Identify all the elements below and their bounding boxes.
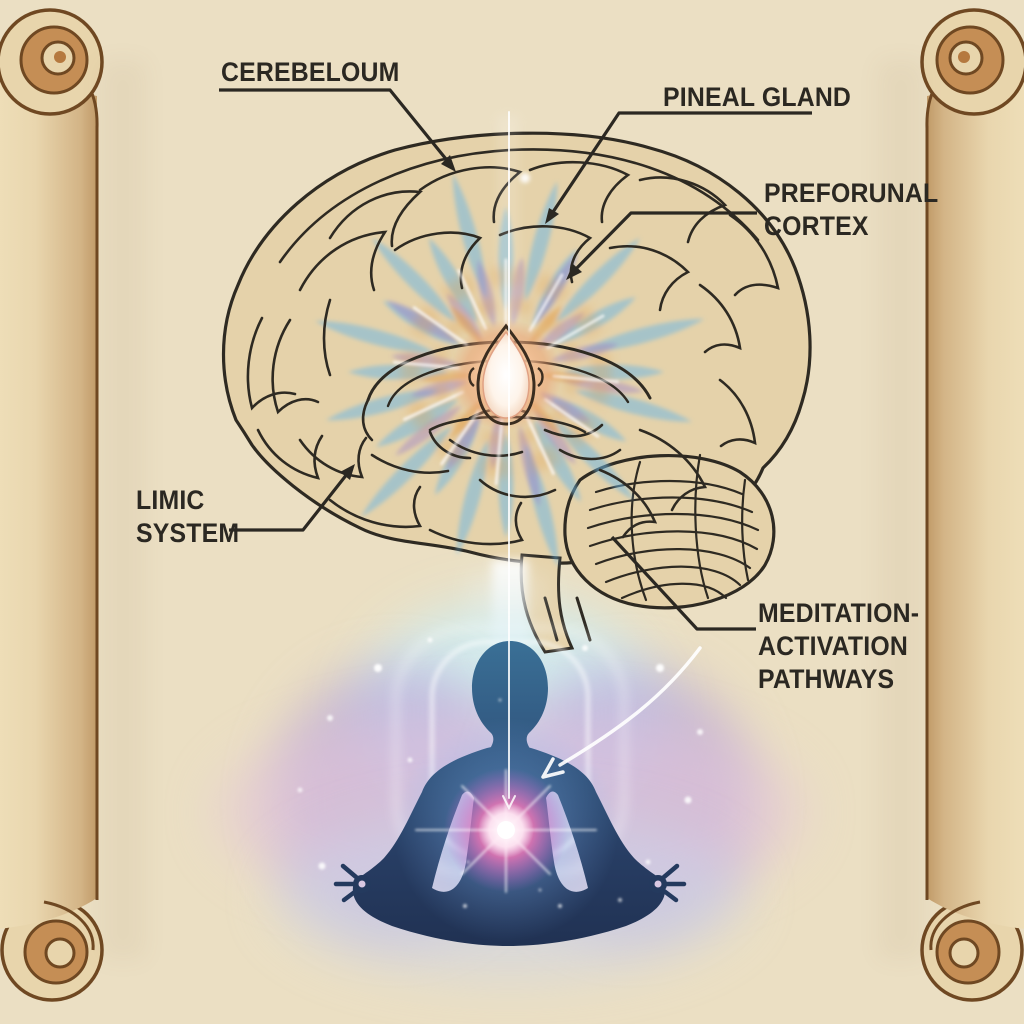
annotation-leader-lines [219, 88, 812, 631]
mudra-hand-right [649, 863, 687, 903]
right-scroll [878, 8, 1024, 1002]
label-meditation-line1: MEDITATION- [758, 598, 920, 628]
label-prefrontal-line1: PREFORUNAL [764, 178, 939, 208]
label-meditation-pathways: MEDITATION- ACTIVATION PATHWAYS [758, 597, 919, 696]
right-scroll-body [927, 77, 1024, 929]
label-prefrontal-line2: CORTEX [764, 211, 869, 241]
mudra-hand-left [333, 863, 371, 903]
cerebellum-shape [563, 453, 776, 610]
left-scroll-body [0, 77, 97, 929]
label-pineal-text: PINEAL GLAND [663, 82, 852, 112]
label-meditation-line2: ACTIVATION [758, 631, 908, 661]
cerebellum-leader-line [219, 88, 452, 166]
cerebellum-hatching [586, 453, 760, 602]
aura-sparkles [297, 637, 703, 908]
meditation-leader-line [610, 535, 756, 631]
right-scroll-top-curl [920, 8, 1024, 116]
limbic-leader-line [229, 468, 353, 532]
label-meditation-line3: PATHWAYS [758, 664, 895, 694]
pineal-descent-line [502, 111, 516, 811]
label-cerebellum-text: CEREBELOUM [221, 57, 400, 87]
pineal-leader-line [547, 111, 812, 219]
meditation-energy-arrow [541, 646, 702, 779]
label-limbic-system: LIMIC SYSTEM [136, 484, 239, 550]
brain-illustration [221, 115, 812, 654]
label-cerebellum: CEREBELOUM [221, 56, 399, 89]
left-scroll-bottom-curl [0, 898, 104, 1002]
leader-arrowheads [340, 155, 582, 480]
label-prefrontal-cortex: PREFORUNAL CORTEX [764, 177, 938, 243]
pineal-gland [450, 319, 562, 431]
left-scroll [0, 8, 146, 1002]
label-limbic-line2: SYSTEM [136, 518, 240, 548]
label-limbic-line1: LIMIC [136, 485, 205, 515]
sparkle [520, 173, 530, 183]
prefrontal-leader-line [568, 211, 757, 277]
left-scroll-top-curl [0, 8, 104, 116]
label-pineal-gland: PINEAL GLAND [663, 81, 851, 114]
